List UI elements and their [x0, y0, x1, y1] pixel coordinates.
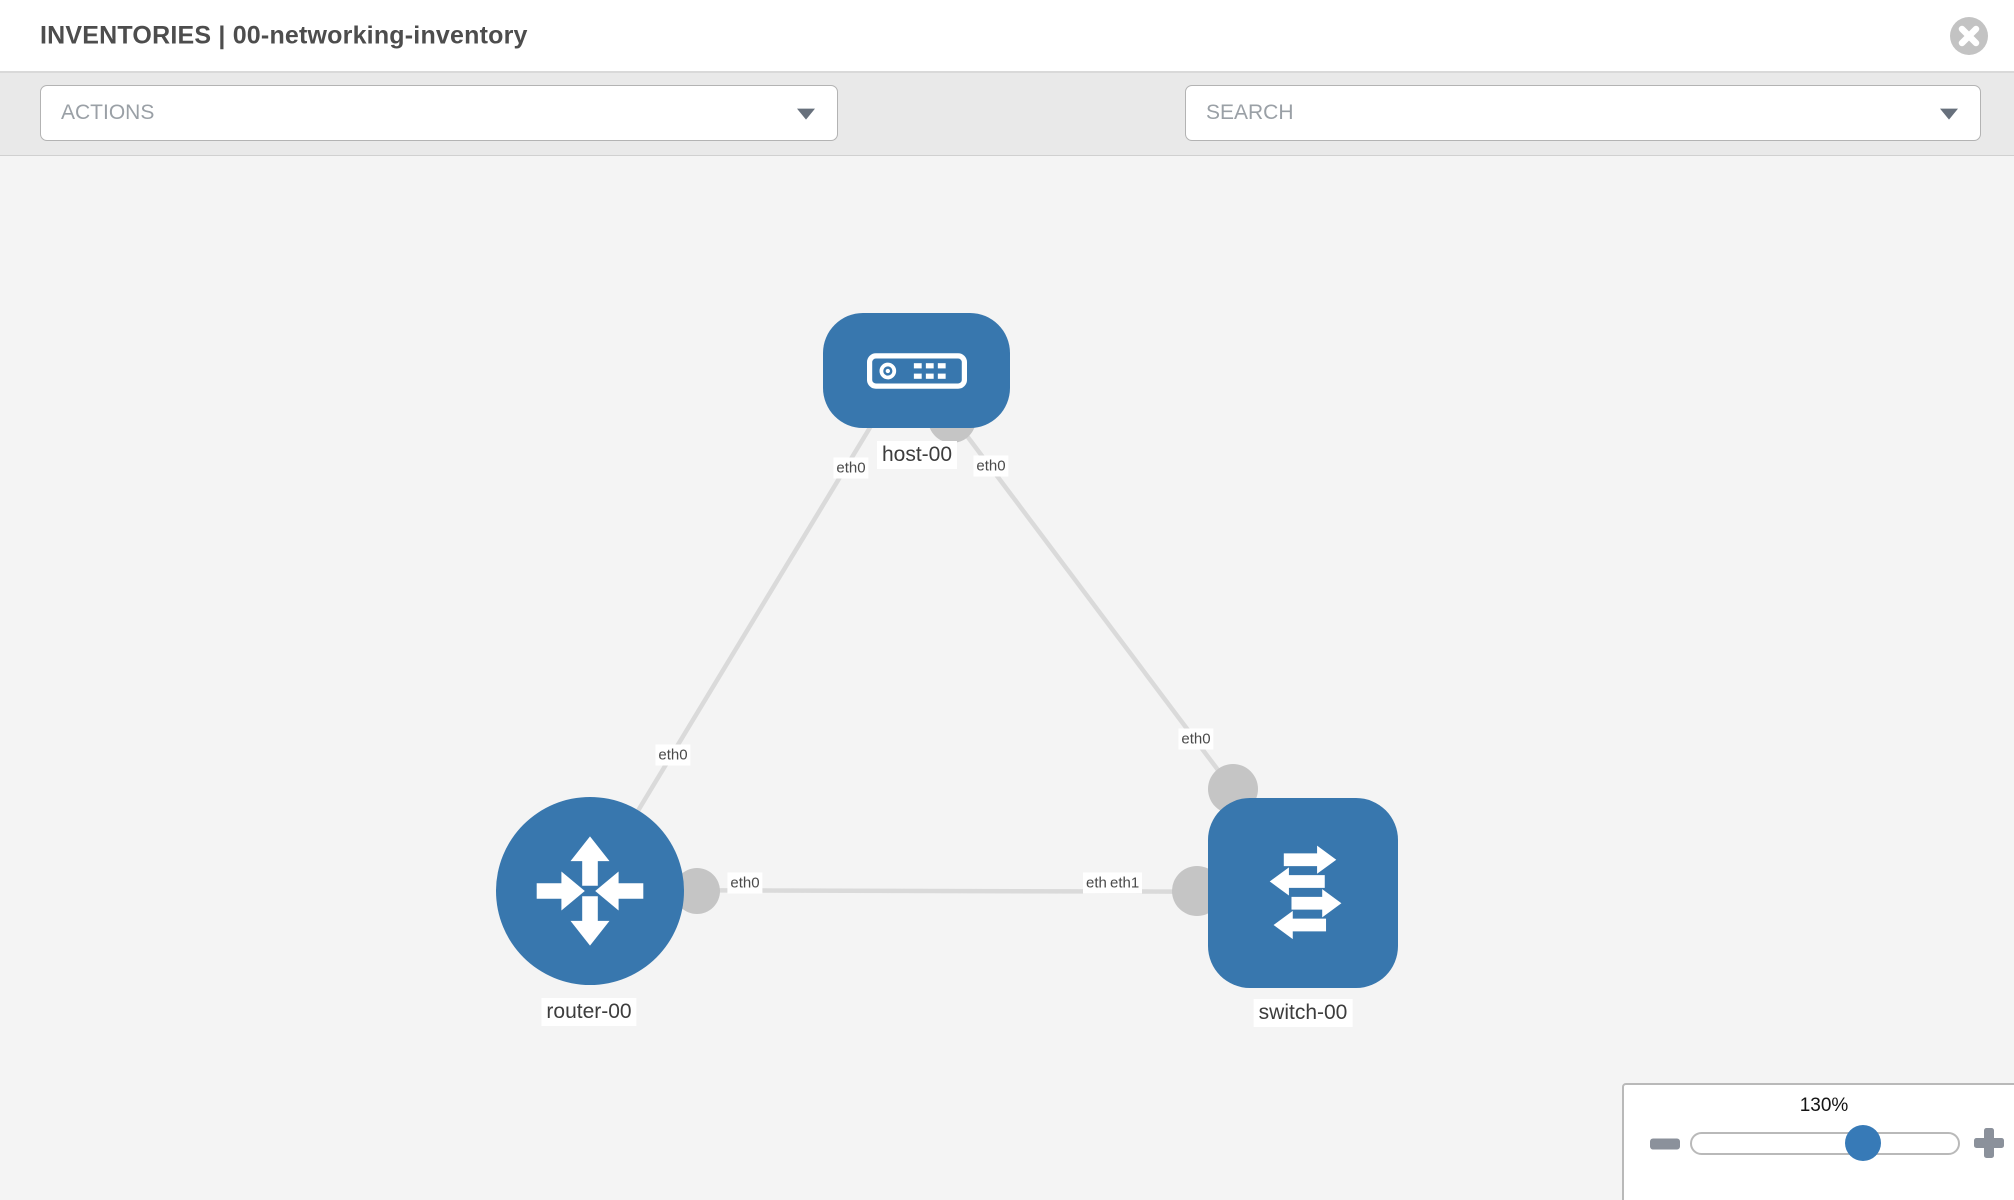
node-host-00[interactable]	[823, 313, 1010, 428]
node-label-router: router-00	[541, 998, 637, 1026]
chevron-down-icon	[797, 108, 815, 120]
close-icon	[1958, 25, 1980, 47]
zoom-slider-track[interactable]	[1690, 1125, 1960, 1161]
links-layer	[588, 395, 1304, 916]
link-host-switch[interactable]	[950, 414, 1235, 792]
interface-label-switch-eth1-under: eth1	[1083, 872, 1113, 894]
interface-label-host-eth0-a: eth0	[833, 457, 869, 479]
actions-dropdown[interactable]: ACTIONS	[40, 85, 838, 141]
topology-canvas[interactable]: host-00 router-00 switch-00 eth0 eth0 et…	[0, 156, 2014, 1200]
zoom-level-value: 130%	[1799, 1095, 1849, 1116]
interface-label-switch-eth0: eth0	[1178, 728, 1214, 750]
host-icon	[866, 352, 967, 389]
node-label-host: host-00	[876, 441, 958, 469]
minus-icon	[1650, 1138, 1680, 1150]
chevron-down-icon	[1940, 108, 1958, 120]
node-label-switch: switch-00	[1253, 999, 1353, 1027]
search-dropdown[interactable]: SEARCH	[1185, 85, 1981, 141]
search-dropdown-label: SEARCH	[1206, 101, 1294, 124]
zoom-control-panel: 130%	[1622, 1083, 2014, 1200]
node-switch-00[interactable]	[1208, 798, 1398, 988]
node-router-00[interactable]	[496, 797, 684, 985]
header-bar: INVENTORIES | 00-networking-inventory	[0, 0, 2014, 73]
zoom-slider-thumb[interactable]	[1845, 1125, 1881, 1161]
plus-icon	[1974, 1128, 2004, 1158]
interface-label-host-eth0-b: eth0	[973, 455, 1009, 477]
actions-dropdown-label: ACTIONS	[61, 101, 155, 124]
page-title: INVENTORIES | 00-networking-inventory	[40, 21, 528, 49]
zoom-in-button[interactable]	[1974, 1128, 2004, 1158]
interface-label-router-eth0-c: eth0	[727, 872, 763, 894]
switch-icon	[1269, 845, 1342, 940]
interface-connector-router[interactable]	[674, 868, 720, 914]
interface-label-router-eth0-a: eth0	[655, 744, 691, 766]
close-button[interactable]	[1950, 17, 1988, 55]
interface-label-switch-eth1: eth1	[1107, 872, 1143, 894]
toolbar: ACTIONS SEARCH	[0, 73, 2014, 205]
zoom-out-button[interactable]	[1650, 1137, 1680, 1150]
router-icon	[536, 836, 644, 946]
